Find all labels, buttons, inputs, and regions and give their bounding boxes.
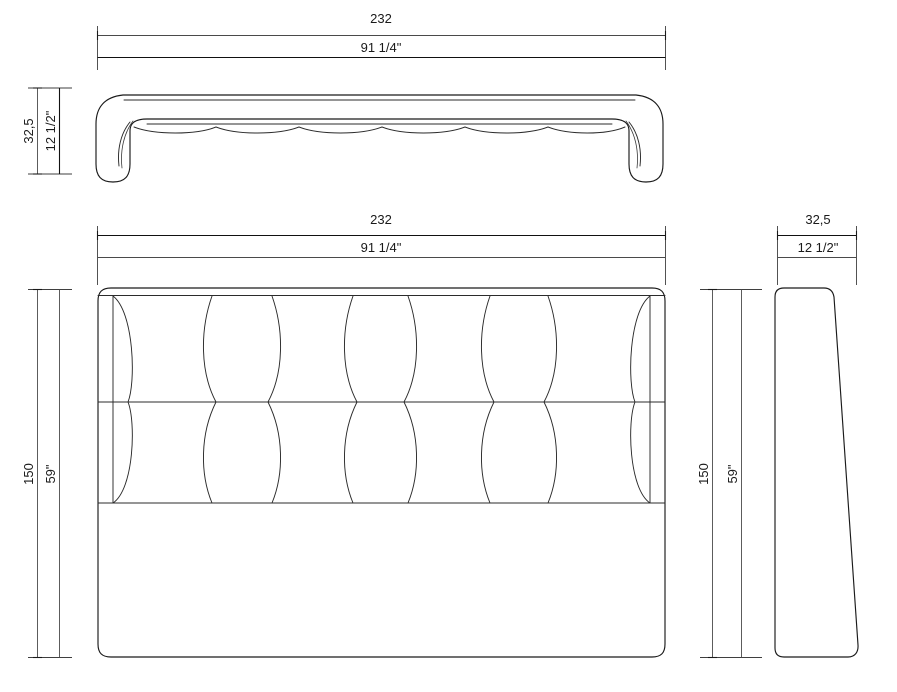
- front-view-seam-4-upper: [403, 295, 418, 403]
- top-view-right-bolster-inner: [625, 120, 638, 169]
- side-depth-metric-label: 32,5: [805, 212, 830, 227]
- front-view-cushion-curve-right-upper: [630, 295, 651, 403]
- top-view-cushion-scallops: [133, 126, 626, 134]
- top-view-left-bolster: [118, 121, 131, 167]
- front-height-metric-label: 150: [21, 463, 36, 485]
- front-view-width-dimension-group: [96, 226, 667, 285]
- top-width-imperial-label: 91 1/4": [361, 40, 402, 55]
- top-width-metric-label: 232: [370, 11, 392, 26]
- top-depth-metric-label: 32,5: [21, 118, 36, 143]
- top-view-depth-dimension-group: [28, 87, 72, 175]
- side-view-geometry: [774, 287, 859, 658]
- side-height-imperial-label: 59": [725, 464, 740, 483]
- front-view-geometry: [97, 287, 666, 658]
- top-view-left-bolster-inner: [121, 120, 134, 169]
- front-width-metric-label: 232: [370, 212, 392, 227]
- front-view-seam-3-lower: [343, 401, 358, 504]
- top-view-width-dimension-group: [96, 26, 667, 70]
- front-view-seam-2-lower: [267, 401, 282, 504]
- front-view-seam-1-lower: [202, 401, 217, 504]
- front-view-seam-6-lower: [543, 401, 558, 504]
- front-view-cushion-curve-right-lower: [630, 401, 651, 504]
- top-view-outer-profile: [95, 94, 664, 183]
- side-depth-imperial-label: 12 1/2": [798, 240, 839, 255]
- front-view-seam-6-upper: [543, 295, 558, 403]
- front-view-cushion-curve-left-upper: [112, 295, 133, 403]
- front-view-seam-5-upper: [480, 295, 495, 403]
- front-width-imperial-label: 91 1/4": [361, 240, 402, 255]
- front-view-seam-5-lower: [480, 401, 495, 504]
- side-view-outer-profile: [774, 287, 859, 658]
- front-view-height-dimension-group: [28, 288, 72, 659]
- top-view-geometry: [95, 94, 664, 183]
- front-height-imperial-label: 59": [43, 464, 58, 483]
- top-view-right-bolster: [628, 121, 641, 167]
- side-height-metric-label: 150: [696, 463, 711, 485]
- side-view-depth-dimension-group: [776, 226, 858, 285]
- front-view-seam-1-upper: [202, 295, 217, 403]
- side-view-height-dimension-group: [700, 288, 762, 659]
- front-view-outer-profile: [97, 287, 666, 658]
- front-view-cushion-curve-left-lower: [112, 401, 133, 504]
- top-depth-imperial-label: 12 1/2": [43, 110, 58, 151]
- front-view-seam-4-lower: [403, 401, 418, 504]
- front-view-seam-2-upper: [267, 295, 282, 403]
- front-view-seam-3-upper: [343, 295, 358, 403]
